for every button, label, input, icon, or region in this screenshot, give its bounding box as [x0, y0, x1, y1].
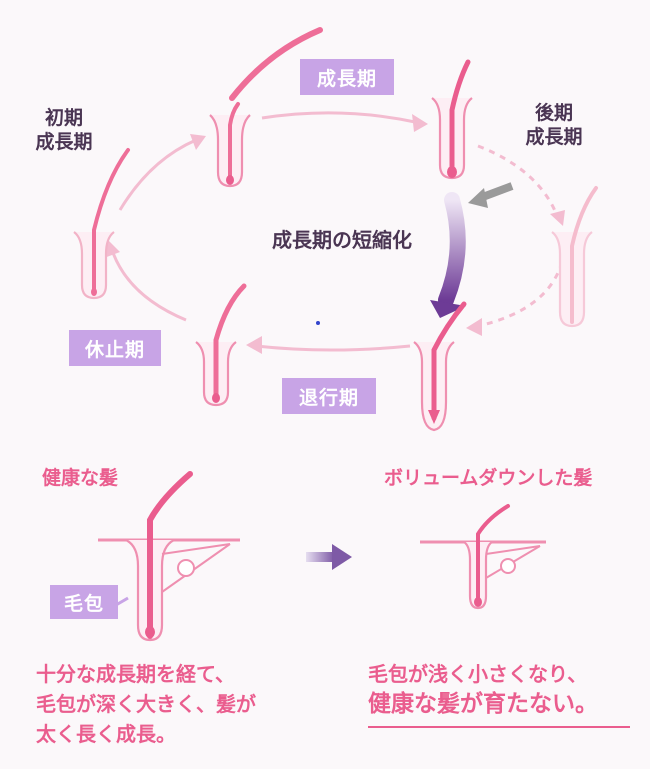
- caption-healthy-line1: 十分な成長期を経て、: [36, 659, 256, 689]
- label-shortening: 成長期の短縮化: [272, 224, 412, 253]
- caption-volume-down-line1: 毛包が浅く小さくなり、: [368, 659, 598, 689]
- label-late-growth-line1: 後期: [510, 101, 598, 125]
- label-follicle: 毛包: [50, 585, 118, 619]
- arrow-early-to-growth: [120, 140, 196, 210]
- caption-healthy-line2: 毛包が深く大きく、髪が: [36, 689, 256, 719]
- healthy-hair-illustration: [98, 474, 240, 640]
- shortening-arrow: [446, 200, 458, 300]
- heading-volume-down-hair: ボリュームダウンした髪: [384, 463, 592, 490]
- heading-healthy-hair: 健康な髪: [42, 463, 118, 490]
- label-regression: 退行期: [282, 378, 376, 414]
- arrow-growth-to-late: [262, 113, 415, 122]
- label-early-growth-line1: 初期: [24, 106, 104, 130]
- label-late-growth-line2: 成長期: [510, 125, 598, 149]
- label-early-growth-line2: 成長期: [24, 130, 104, 154]
- arrow-regression-to-rest: [256, 346, 410, 350]
- caption-volume-down-line2: 健康な髪が育たない。: [368, 689, 598, 719]
- arrow-late-dashed: [478, 146, 558, 218]
- caption-underline: [368, 726, 630, 728]
- volume-down-hair-illustration: [420, 506, 546, 608]
- caption-volume-down: 毛包が浅く小さくなり、 健康な髪が育たない。: [368, 659, 598, 719]
- dot-mark: [316, 321, 320, 325]
- caption-healthy-line3: 太く長く成長。: [36, 719, 256, 749]
- arrow-late-to-regression-dashed: [478, 262, 562, 326]
- label-growth: 成長期: [300, 59, 394, 95]
- arrow-rest-to-early: [112, 250, 186, 320]
- label-rest: 休止期: [69, 330, 161, 366]
- hair-bulbs: [91, 166, 457, 424]
- label-late-growth: 後期 成長期: [510, 101, 598, 149]
- caption-healthy: 十分な成長期を経て、 毛包が深く大きく、髪が 太く長く成長。: [36, 659, 256, 749]
- label-early-growth: 初期 成長期: [24, 106, 104, 154]
- comparison-arrow: [306, 544, 352, 570]
